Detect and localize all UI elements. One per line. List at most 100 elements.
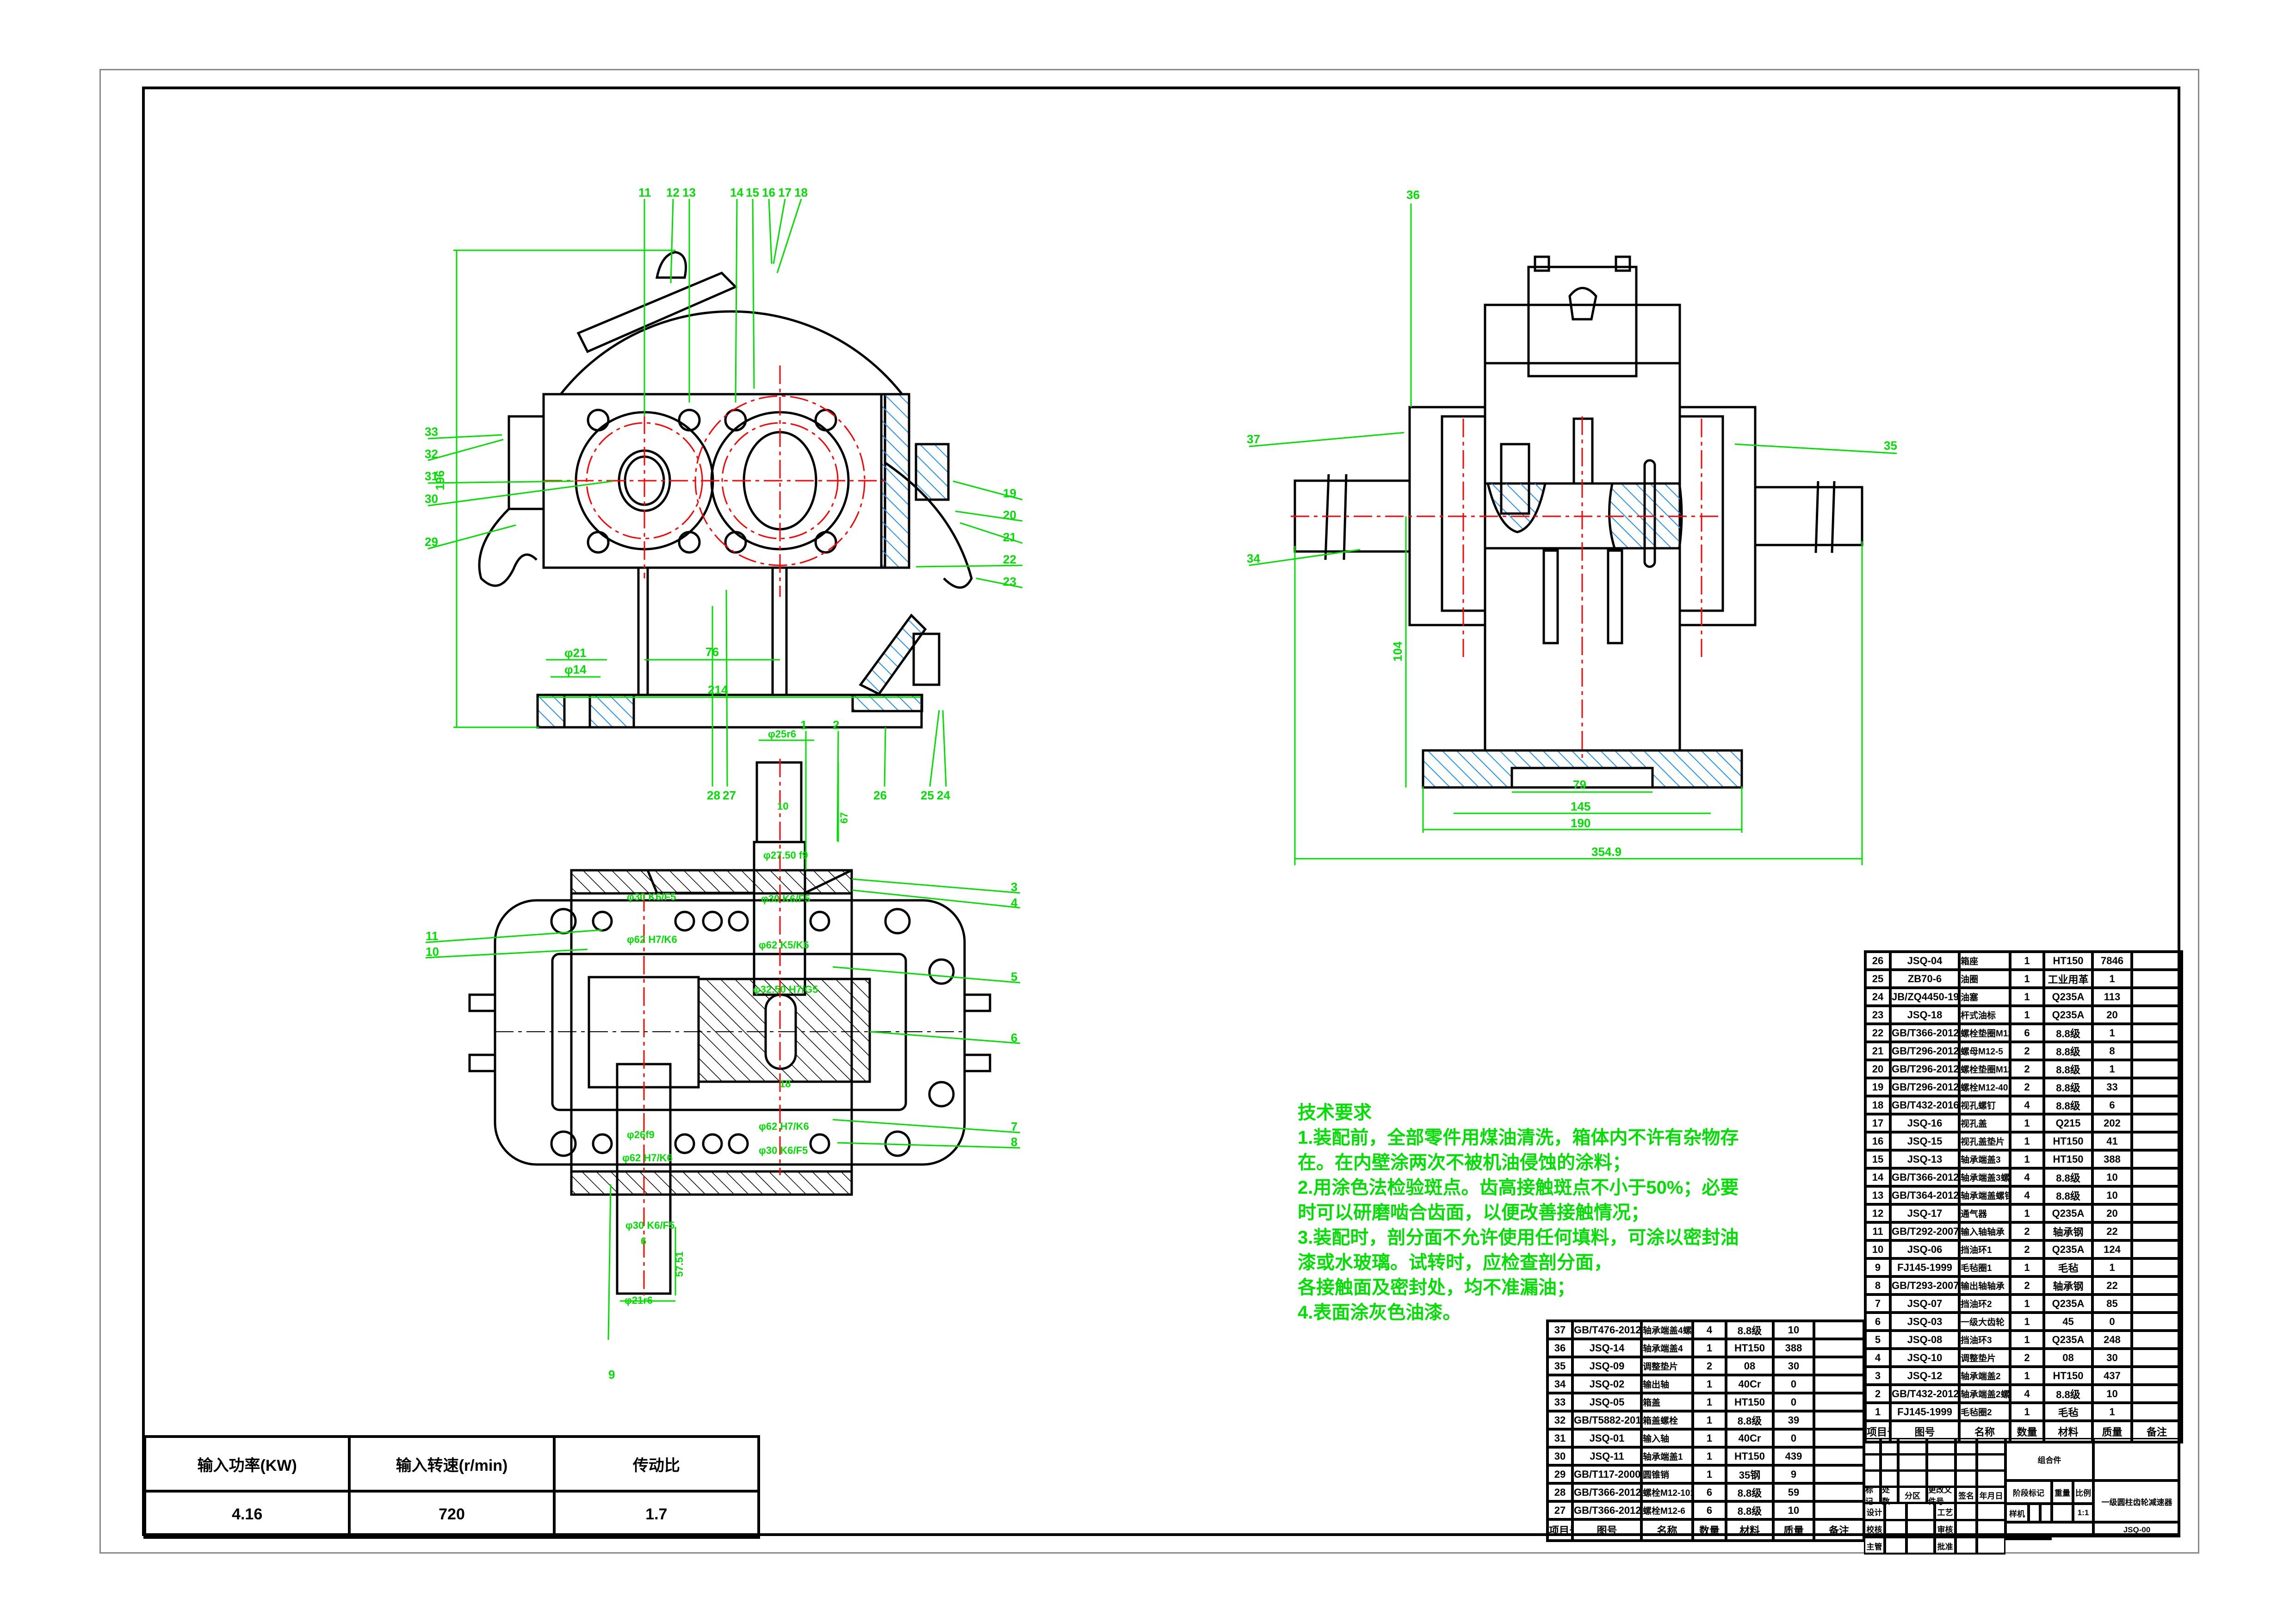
dim-hsg-r: φ62 K5/K6 xyxy=(759,939,809,951)
part-qty: 1 xyxy=(2009,1257,2045,1278)
title-block: 标记处数分区更改文件号签名年月日设计工艺校核审核主管批准组合件阶段标记重量比例样… xyxy=(1864,1438,2180,1555)
drain-plug xyxy=(912,632,941,686)
part-mass: 22 xyxy=(2091,1221,2133,1242)
title-block-cell xyxy=(1881,1470,1898,1487)
dim-bolt-hole-inner: φ14 xyxy=(564,663,587,676)
role-label: 批准 xyxy=(1935,1537,1956,1555)
part-number: 4 xyxy=(1864,1347,1892,1368)
part-qty: 2 xyxy=(2009,1239,2045,1260)
label-9: 9 xyxy=(608,1368,615,1381)
part-number: 30 xyxy=(1546,1446,1574,1467)
part-material: 8.8级 xyxy=(2042,1077,2094,1097)
parts-header-cell: 材料 xyxy=(2042,1419,2094,1443)
part-remark xyxy=(2130,968,2183,989)
part-remark xyxy=(2130,950,2183,971)
part-name: 一级大齿轮 xyxy=(1958,1311,2011,1332)
top-view-annotations xyxy=(425,731,1021,1340)
title-block-cell xyxy=(1927,1470,1956,1487)
tech-line: 时可以研磨啮合齿面，以便改善接触情况； xyxy=(1298,1202,1649,1223)
label-6: 6 xyxy=(1011,1031,1017,1045)
part-qty: 1 xyxy=(1691,1410,1727,1431)
tech-line: 2.用涂色法检验斑点。齿高接触斑点不小于50%；必要 xyxy=(1298,1177,1739,1198)
part-number: 26 xyxy=(1864,950,1892,971)
revision-header: 更改文件号 xyxy=(1927,1486,1956,1506)
revision-header: 年月日 xyxy=(1977,1487,2005,1503)
parts-list-left: 37GB/T476-2012轴承端盖4螺钉48.8级1036JSQ-14轴承端盖… xyxy=(1546,1319,1865,1542)
side-view-annotations xyxy=(1249,204,1897,865)
part-qty: 1 xyxy=(1691,1428,1727,1449)
part-code: FJ145-1999 xyxy=(1889,1257,1961,1278)
part-qty: 6 xyxy=(1691,1500,1727,1521)
part-remark xyxy=(2130,986,2183,1007)
label-24: 24 xyxy=(937,788,950,802)
part-name: 轴承端盖1 xyxy=(1640,1446,1694,1467)
part-qty: 4 xyxy=(2009,1167,2045,1188)
part-qty: 1 xyxy=(2009,950,2045,971)
part-number: 7 xyxy=(1864,1293,1892,1314)
part-code: JSQ-14 xyxy=(1571,1338,1643,1358)
technical-requirements: 技术要求 1.装配前，全部零件用煤油清洗，箱体内不许有杂物存 在。在内壁涂两次不… xyxy=(1298,1100,1739,1325)
part-remark xyxy=(2130,1203,2183,1224)
part-name: 输入轴 xyxy=(1640,1428,1694,1449)
part-material: HT150 xyxy=(2042,950,2094,971)
title-block-cell xyxy=(1927,1454,1956,1471)
part-number: 11 xyxy=(1864,1221,1892,1242)
dim-key6: 6 xyxy=(641,1235,646,1247)
part-code: JSQ-05 xyxy=(1571,1392,1643,1412)
part-material: 8.8级 xyxy=(2042,1022,2094,1043)
weight-label: 重量 xyxy=(2052,1481,2073,1504)
part-mass: 10 xyxy=(1772,1500,1815,1521)
part-number: 36 xyxy=(1546,1338,1574,1358)
label-20: 20 xyxy=(1003,508,1016,522)
part-number: 34 xyxy=(1546,1374,1574,1394)
part-number: 31 xyxy=(1546,1428,1574,1449)
part-material: 40Cr xyxy=(1725,1428,1775,1449)
part-mass: 10 xyxy=(2091,1185,2133,1206)
part-remark xyxy=(2130,1365,2183,1386)
param-value-speed: 720 xyxy=(348,1490,556,1539)
parts-header-cell: 名称 xyxy=(1640,1518,1694,1542)
label-33: 33 xyxy=(425,425,438,439)
part-remark xyxy=(1813,1482,1865,1503)
part-name: 螺栓M12-101 xyxy=(1640,1482,1694,1503)
part-material: HT150 xyxy=(1725,1392,1775,1412)
dim-brg-top-l: φ30 K6/F5 xyxy=(627,891,676,903)
part-number: 5 xyxy=(1864,1329,1892,1350)
parts-header-cell: 项目号 xyxy=(1546,1518,1574,1542)
label-31: 31 xyxy=(425,469,438,483)
part-material: 工业用革 xyxy=(2042,968,2094,989)
dim-out-end: φ25r6 xyxy=(768,728,796,740)
label-10: 10 xyxy=(426,945,439,959)
part-mass: 0 xyxy=(1772,1392,1815,1412)
part-name: 输出轴轴承 xyxy=(1958,1275,2011,1296)
part-material: Q235A xyxy=(2042,1329,2094,1350)
role-label: 设计 xyxy=(1864,1503,1885,1520)
part-qty: 1 xyxy=(1691,1464,1727,1485)
part-remark xyxy=(1813,1500,1865,1521)
part-number: 20 xyxy=(1864,1059,1892,1079)
part-code: GB/T296-2012 xyxy=(1889,1041,1961,1061)
part-mass: 6 xyxy=(2091,1095,2133,1115)
part-remark xyxy=(1813,1338,1865,1358)
part-material: HT150 xyxy=(1725,1446,1775,1467)
label-21: 21 xyxy=(1003,530,1016,544)
part-name: 箱盖螺栓 xyxy=(1640,1410,1694,1431)
stage-mark-label: 阶段标记 xyxy=(2005,1481,2052,1504)
part-mass: 9 xyxy=(1772,1464,1815,1485)
part-name: 调整垫片 xyxy=(1958,1347,2011,1368)
part-name: 轴承端盖4 xyxy=(1640,1338,1694,1358)
sheet-outer-border xyxy=(99,69,2199,1554)
part-mass: 10 xyxy=(1772,1319,1815,1340)
title-block-cell xyxy=(1956,1454,1977,1471)
